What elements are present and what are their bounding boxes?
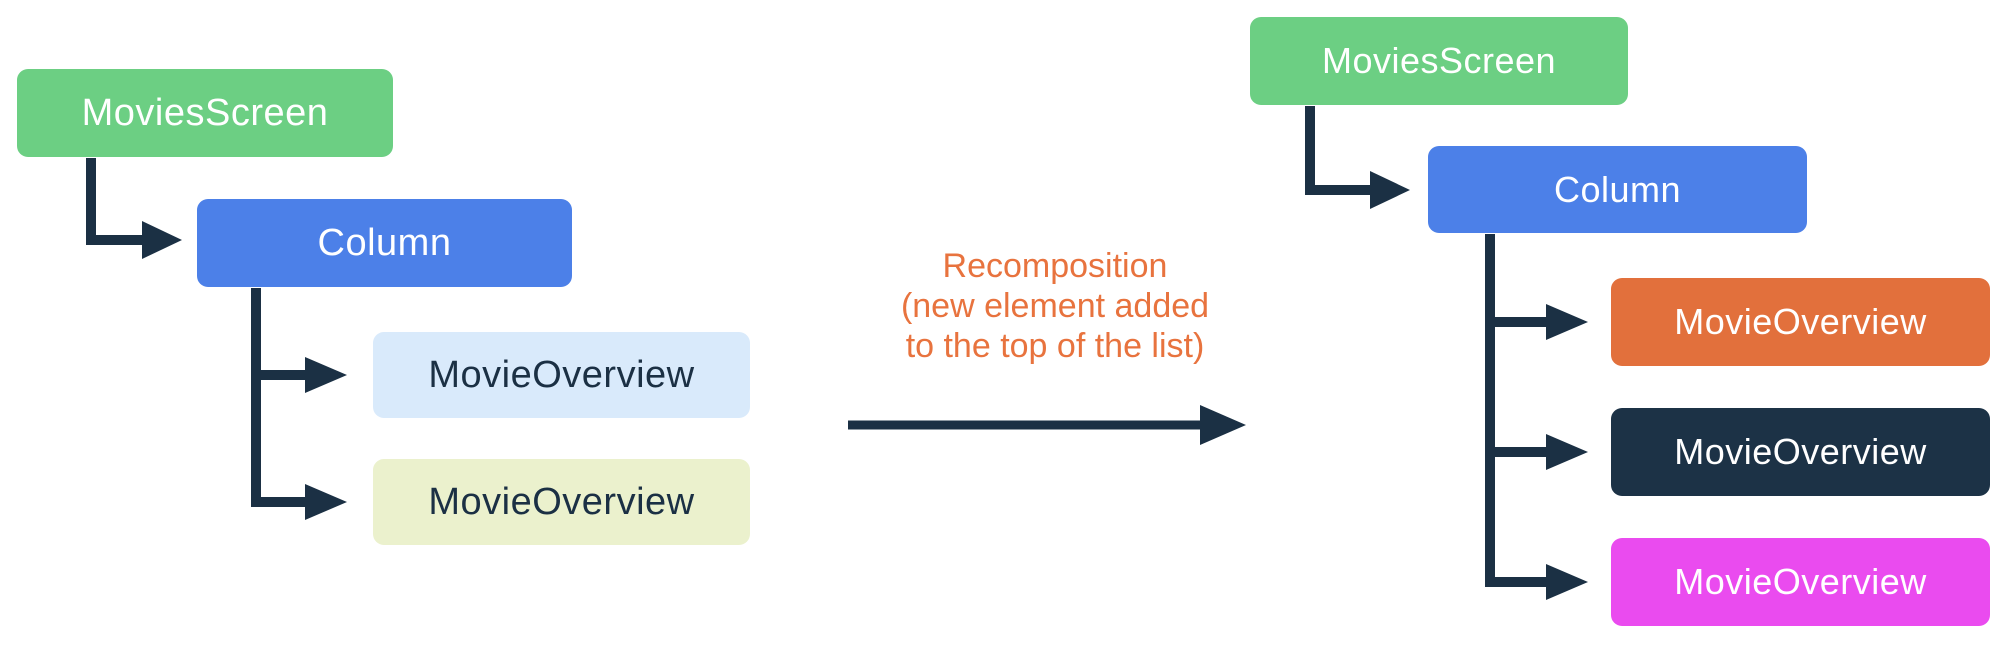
left-node-moviesscreen: MoviesScreen xyxy=(17,69,393,157)
right-root-connector xyxy=(1305,106,1410,209)
arrow-right-icon xyxy=(1546,564,1588,600)
left-root-connector xyxy=(86,158,182,259)
annotation-line-3: to the top of the list) xyxy=(905,327,1205,365)
left-node-column: Column xyxy=(197,199,572,287)
arrow-right-icon xyxy=(305,484,347,520)
recomposition-arrow-icon xyxy=(848,405,1246,445)
arrow-right-icon xyxy=(1546,434,1588,470)
right-node-column: Column xyxy=(1428,146,1807,233)
right-children-connector xyxy=(1485,234,1588,600)
right-node-moviesscreen: MoviesScreen xyxy=(1250,17,1628,105)
left-node-movieoverview-1: MovieOverview xyxy=(373,332,750,418)
right-node-movieoverview-3: MovieOverview xyxy=(1611,538,1990,626)
right-node-movieoverview-1: MovieOverview xyxy=(1611,278,1990,366)
left-children-connector xyxy=(251,288,347,520)
annotation-line-2: (new element added xyxy=(900,287,1210,325)
arrow-right-icon xyxy=(305,357,347,393)
right-node-movieoverview-2: MovieOverview xyxy=(1611,408,1990,496)
recomposition-annotation: Recomposition (new element added to the … xyxy=(850,246,1260,366)
arrow-right-icon xyxy=(142,221,182,259)
left-node-movieoverview-2: MovieOverview xyxy=(373,459,750,545)
arrow-right-icon xyxy=(1546,304,1588,340)
annotation-line-1: Recomposition xyxy=(942,247,1168,285)
arrow-right-icon xyxy=(1370,171,1410,209)
